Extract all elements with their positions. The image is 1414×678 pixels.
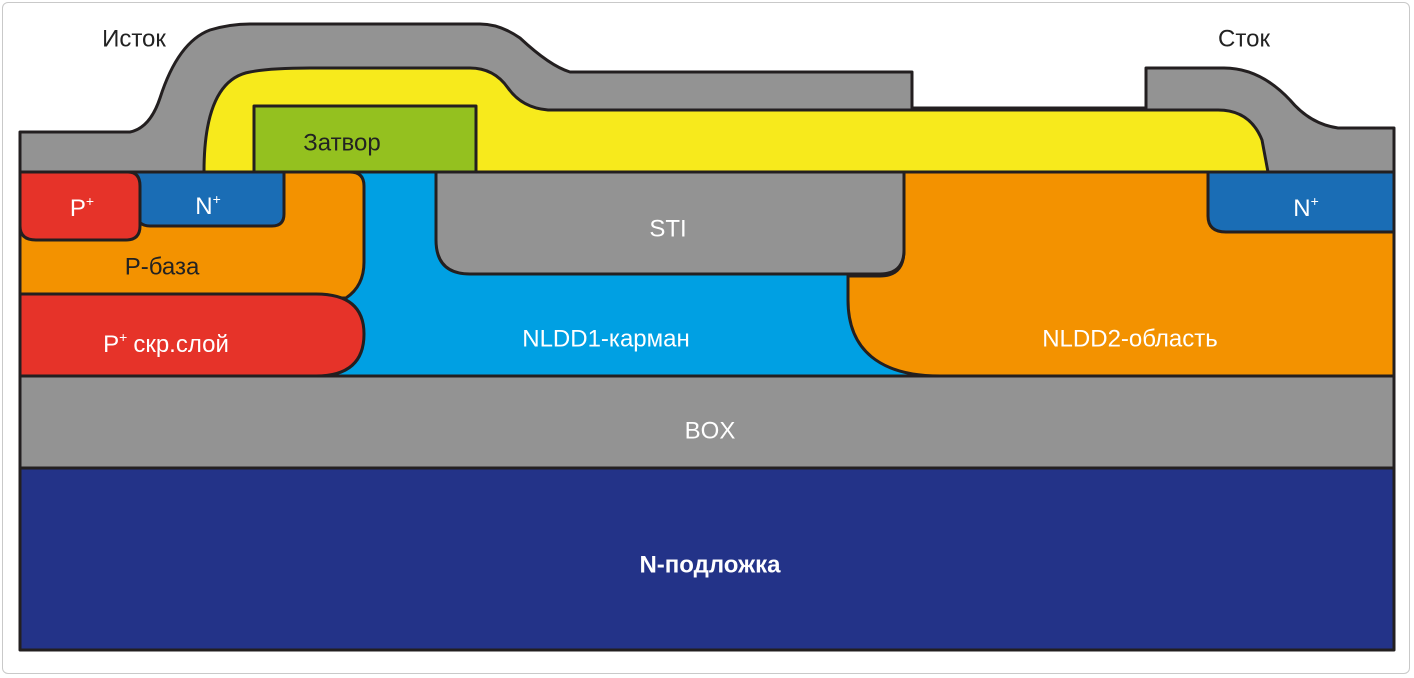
p-plus-contact-region — [18, 170, 142, 242]
n-plus-drain-label: N+ — [1293, 193, 1319, 223]
n-plus-drain-region — [1206, 170, 1396, 234]
p-plus-contact-label: P+ — [70, 193, 94, 223]
source-label: Исток — [102, 25, 166, 52]
box-label: BOX — [685, 417, 736, 444]
p-plus-buried-layer — [18, 292, 366, 378]
sti-label: STI — [649, 215, 686, 242]
sti-region — [434, 170, 906, 276]
nldd2-label: NLDD2-область — [1042, 325, 1218, 352]
nldd1-label: NLDD1-карман — [522, 325, 690, 352]
n-plus-source-label: N+ — [195, 191, 221, 221]
gate-label: Затвор — [303, 129, 380, 156]
gate-electrode — [252, 104, 478, 174]
p-base-label: P-база — [125, 253, 200, 280]
p-plus-buried-label: P+скр.слой — [103, 329, 229, 359]
n-substrate-layer — [18, 466, 1396, 652]
drain-label: Сток — [1218, 25, 1270, 52]
substrate-label: N-подложка — [639, 551, 781, 578]
